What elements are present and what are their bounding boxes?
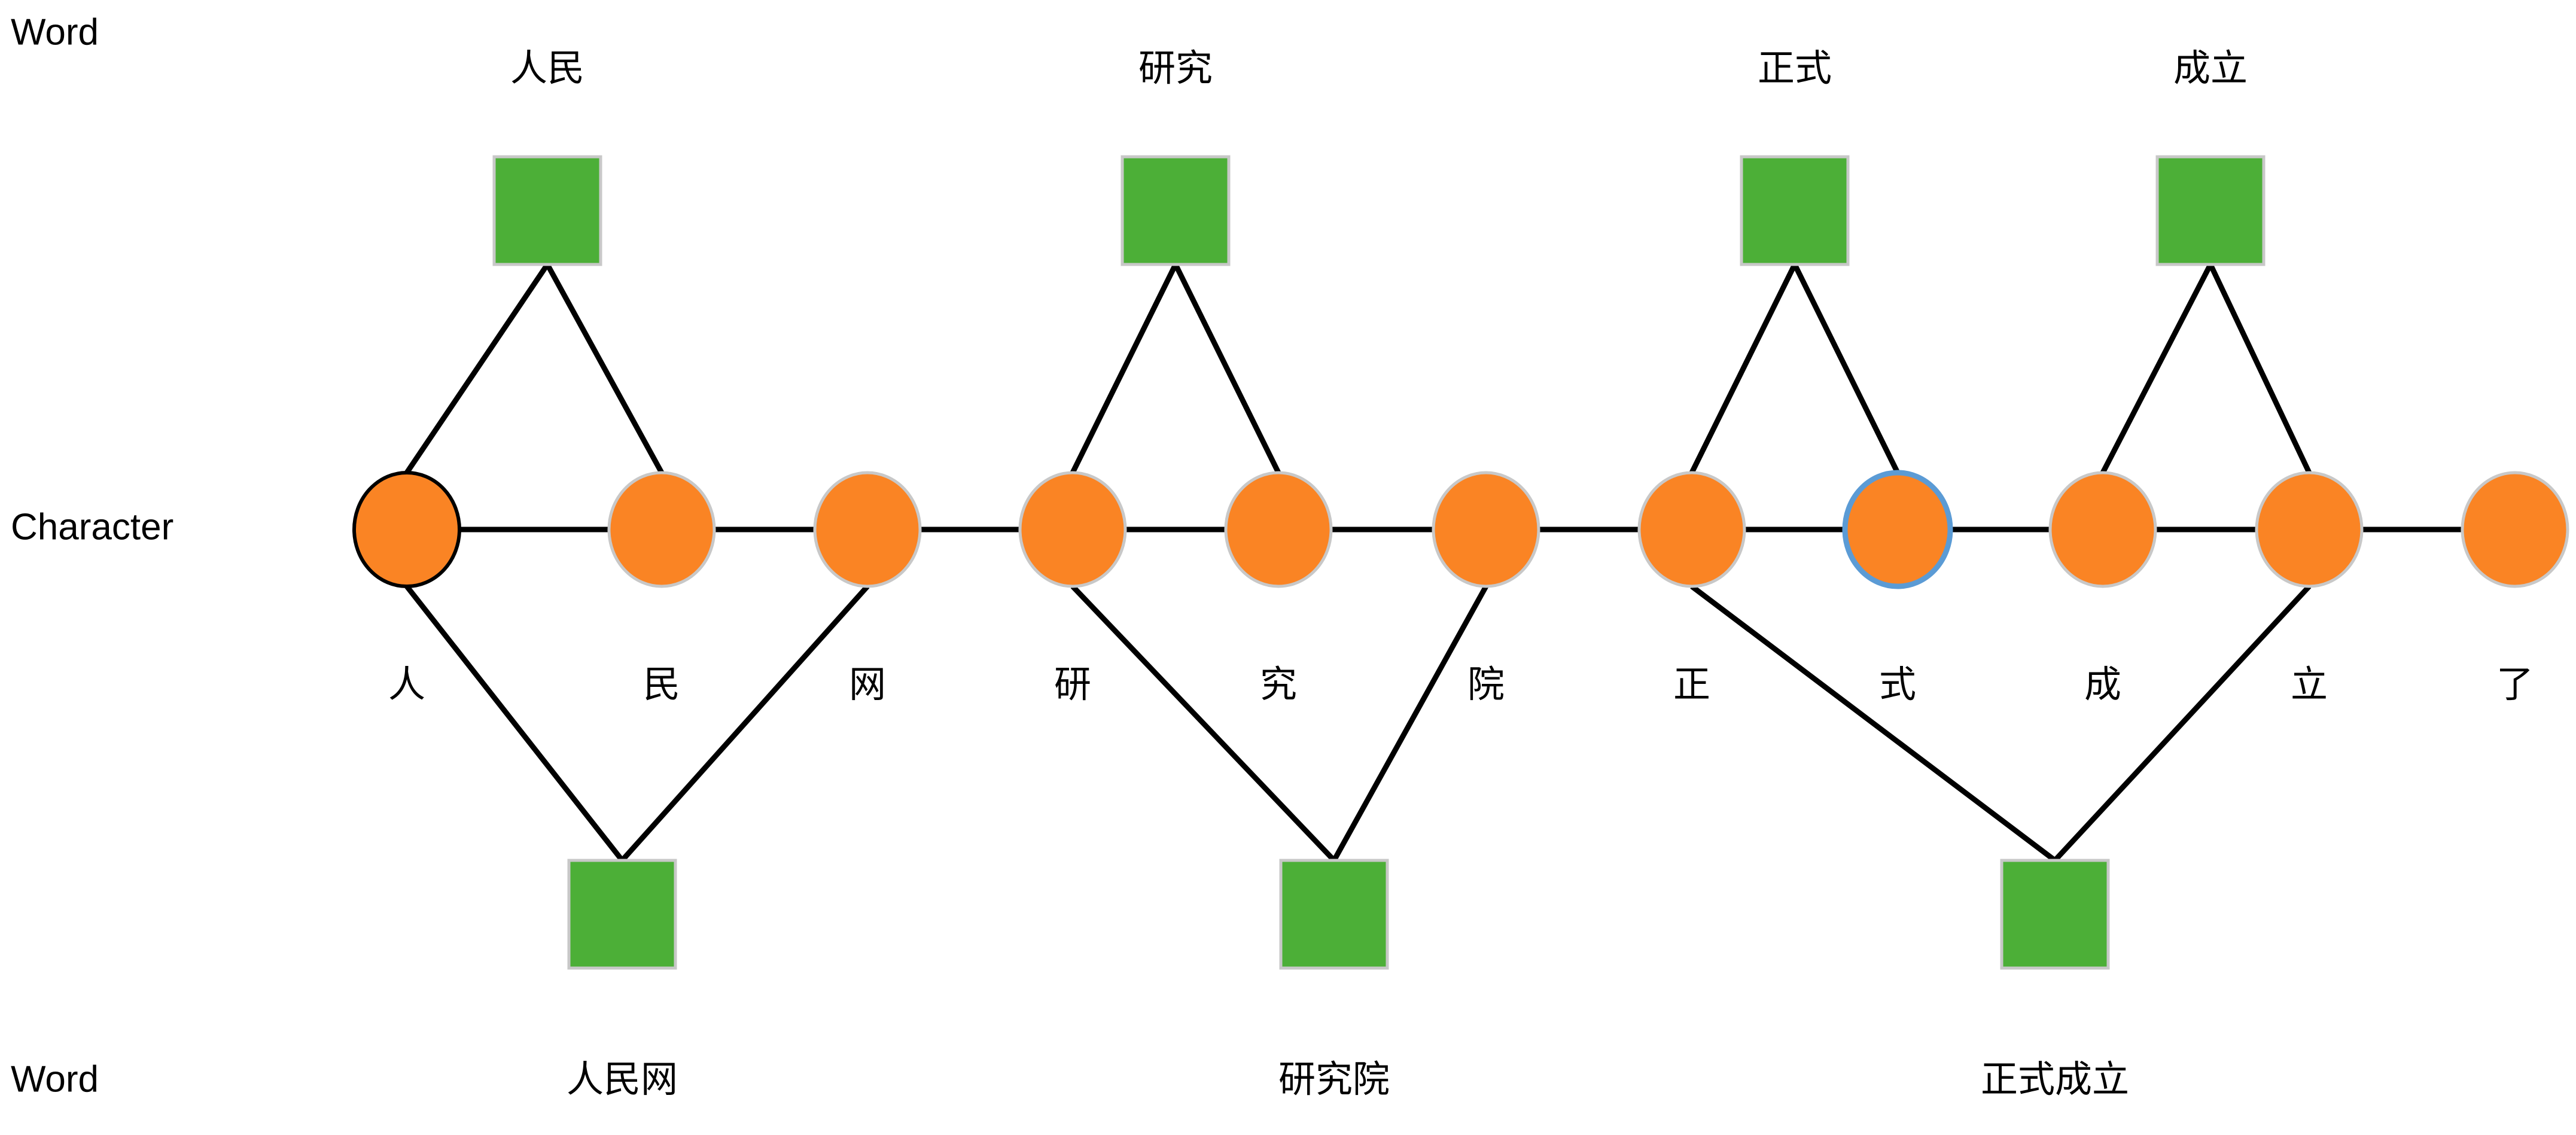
character-label: 立 [2291,662,2328,706]
top-word-label: 研究 [1138,46,1213,90]
word-edge-bottom-right [1332,585,1488,862]
word-edge-bottom-right [2053,584,2312,863]
bottom-word-node-layer [567,859,2110,970]
word-node-top[interactable] [1120,155,1231,266]
row-label-character: Character [11,506,173,547]
character-node[interactable] [607,471,716,588]
bottom-word-label: 正式成立 [1981,1057,2129,1101]
row-label-word-top: Word [11,11,99,53]
character-node[interactable] [1224,471,1333,588]
word-edge-top-left [1070,263,1179,474]
character-label: 院 [1467,662,1505,706]
character-node[interactable] [352,471,461,588]
word-edge-bottom-left [1690,584,2057,863]
top-word-node-layer [492,155,2266,266]
character-node[interactable] [813,471,922,588]
word-node-bottom[interactable] [567,859,677,970]
character-label: 成 [2084,662,2121,706]
character-label: 了 [2496,662,2534,706]
character-node[interactable] [2048,471,2157,588]
top-word-label: 正式 [1758,46,1832,90]
text-layer: 人民研究正式成立人民网研究院正式成立人民网研究院正式成立了 [388,46,2534,1101]
character-node[interactable] [1432,471,1540,588]
character-label: 人 [388,662,425,706]
bottom-word-label: 人民网 [567,1057,678,1101]
word-edge-top-right [545,263,664,474]
character-node[interactable] [2461,471,2569,588]
word-edge-top-left [2100,263,2213,474]
edge-layer [404,263,2462,863]
character-label: 研 [1054,662,1091,706]
word-edge-bottom-left [404,585,625,862]
character-label: 究 [1260,662,1297,706]
word-node-top[interactable] [2155,155,2266,266]
word-node-bottom[interactable] [2000,859,2110,970]
top-word-label: 成立 [2173,46,2248,90]
row-label-word-bottom: Word [11,1058,99,1100]
word-edge-top-right [1792,263,1901,474]
character-label: 正 [1673,662,1710,706]
word-edge-bottom-left [1070,584,1336,863]
word-node-bottom[interactable] [1279,859,1389,970]
word-edge-bottom-right [620,584,870,863]
character-node[interactable] [1842,470,1953,589]
top-word-label: 人民 [510,46,584,90]
word-node-top[interactable] [1740,155,1850,266]
word-edge-top-left [404,263,550,474]
word-edge-top-left [1689,263,1798,474]
character-label: 式 [1879,662,1916,706]
character-label: 民 [643,662,680,706]
character-node[interactable] [1637,471,1746,588]
word-edge-top-right [1173,263,1281,474]
word-edge-top-right [2207,263,2312,474]
character-node[interactable] [2255,471,2364,588]
word-node-top[interactable] [492,155,602,266]
character-node[interactable] [1018,471,1127,588]
bottom-word-label: 研究院 [1278,1057,1390,1101]
character-node-layer [352,470,2569,589]
character-label: 网 [849,662,886,706]
